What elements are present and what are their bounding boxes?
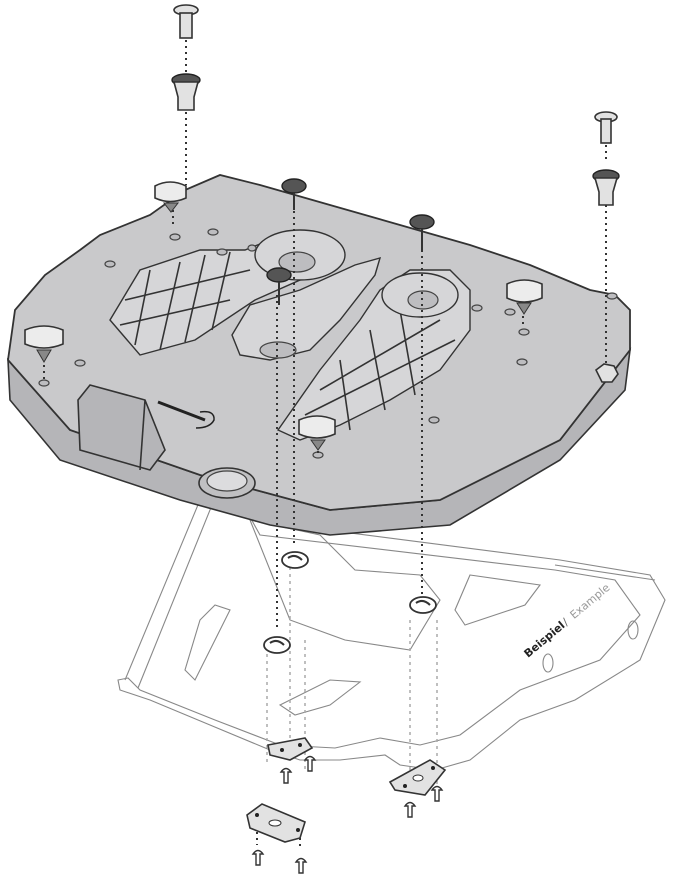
small-screw bbox=[303, 755, 317, 772]
clamp-plate bbox=[246, 803, 306, 843]
adapter-plate bbox=[7, 174, 632, 536]
thumb-screw bbox=[281, 178, 307, 210]
bolt-right bbox=[594, 111, 618, 144]
label-example: Example bbox=[568, 581, 613, 622]
bushing-right bbox=[592, 169, 620, 206]
label-beispiel: Beispiel bbox=[522, 619, 568, 660]
rubber-cap bbox=[154, 181, 187, 213]
example-label: Beispiel / Example bbox=[522, 581, 613, 660]
thumb-screw bbox=[409, 214, 435, 250]
small-screw bbox=[251, 849, 265, 866]
thumb-screw bbox=[266, 267, 292, 305]
rubber-cap bbox=[298, 415, 336, 451]
small-screw bbox=[403, 801, 417, 818]
assembly-guides bbox=[43, 40, 607, 850]
small-screw bbox=[294, 857, 308, 874]
rubber-cap bbox=[506, 279, 543, 315]
bolt-left bbox=[173, 4, 199, 39]
small-screw bbox=[279, 767, 293, 784]
label-separator: / bbox=[560, 616, 571, 629]
clip-washer bbox=[263, 636, 291, 654]
clamp-plate bbox=[388, 759, 447, 796]
lock-nut bbox=[594, 363, 619, 383]
clip-washer bbox=[409, 596, 437, 614]
small-screw bbox=[430, 785, 444, 802]
luggage-rack bbox=[117, 489, 666, 771]
bushing-left bbox=[171, 73, 201, 111]
brand-logo bbox=[157, 400, 206, 422]
clip-washer bbox=[281, 551, 309, 569]
clamp-plate bbox=[267, 737, 314, 761]
rubber-cap bbox=[24, 325, 64, 363]
